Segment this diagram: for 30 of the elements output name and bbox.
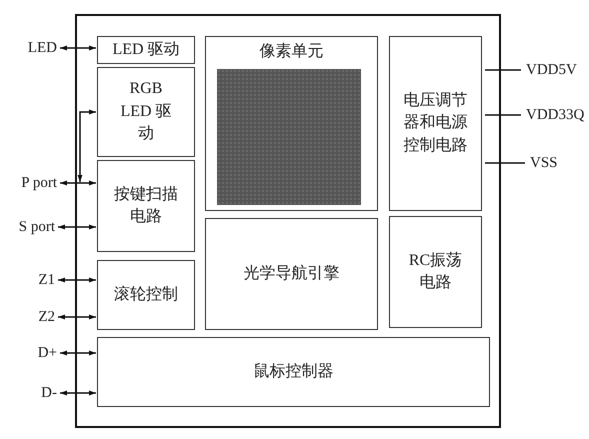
arrow (58, 314, 96, 320)
arrow (78, 110, 96, 182)
function-block: 鼠标控制器 (97, 337, 490, 407)
pin-label: Z2 (38, 307, 55, 327)
function-block: 光学导航引擎 (205, 218, 378, 330)
function-block (205, 36, 378, 211)
arrow (58, 278, 96, 282)
pin-label: VDD5V (526, 60, 577, 80)
arrow (60, 180, 96, 186)
arrow (58, 224, 96, 230)
function-block: RC振荡电路 (389, 216, 482, 328)
function-block: 按键扫描电路 (97, 160, 195, 252)
block-label: 像素单元 (260, 42, 324, 62)
function-block: RGB LED 驱动 (97, 67, 195, 157)
pin-label: D- (41, 383, 57, 403)
function-block: 电压调节器和电源控制电路 (389, 36, 482, 211)
function-block: LED 驱动 (97, 36, 195, 64)
pin-label: VDD33Q (526, 105, 584, 125)
arrow (60, 390, 96, 396)
pin-label: D+ (38, 343, 57, 363)
pin-label: VSS (530, 153, 558, 173)
chip-outline (75, 14, 501, 428)
pixel-array (217, 69, 361, 205)
arrow (60, 350, 96, 356)
pin-label: P port (21, 173, 57, 193)
arrow (60, 46, 96, 50)
pin-label: LED (28, 38, 57, 58)
function-block: 滚轮控制 (97, 260, 195, 330)
pin-label: Z1 (38, 270, 55, 290)
pin-label: S port (18, 217, 55, 237)
